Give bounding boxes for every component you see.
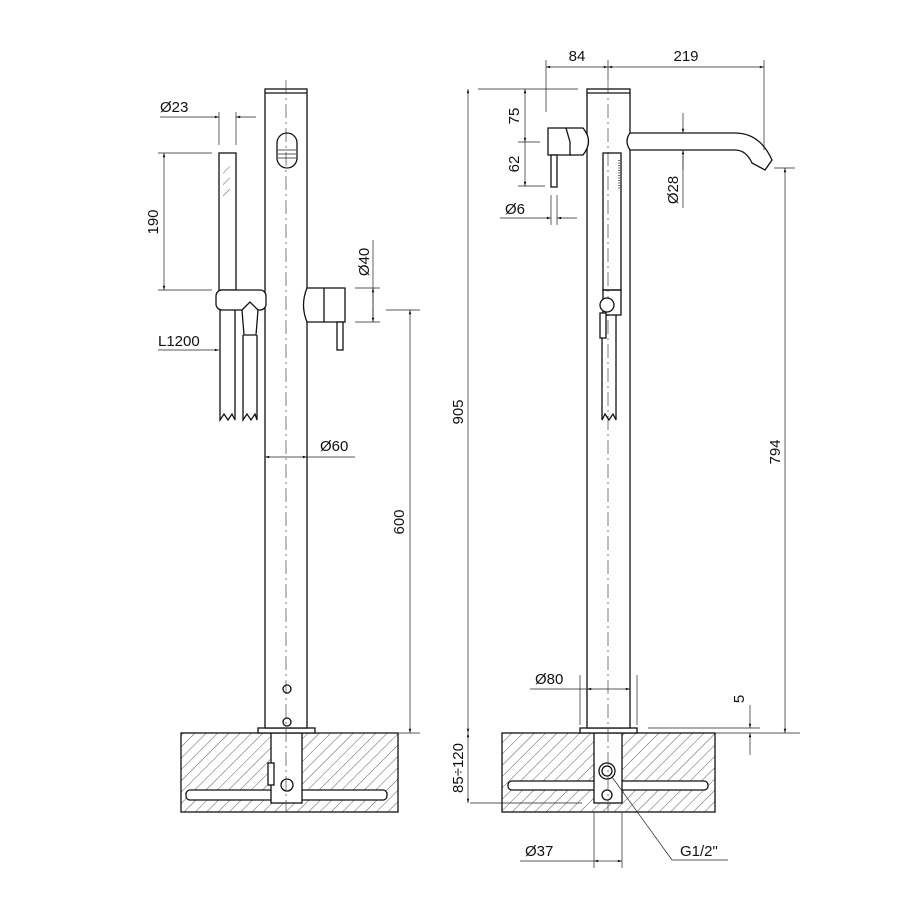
mixer-lever — [550, 154, 558, 188]
dim-hand-shower-diameter: Ø23 — [160, 99, 188, 116]
dim-mixer-height: 600 — [391, 509, 408, 534]
dim-flange-diameter: Ø80 — [535, 671, 563, 688]
dim-column-diameter: Ø60 — [320, 438, 348, 455]
dim-top-to-mixer: 75 — [506, 108, 523, 125]
g12-connection-nut — [598, 762, 616, 780]
dim-pipe-diameter: Ø37 — [525, 843, 553, 860]
dim-hand-shower-length: 190 — [145, 209, 162, 234]
dim-flange-height: 5 — [731, 695, 748, 703]
connection-thread-label: G1/2" — [680, 843, 718, 860]
left-view: Ø23 190 L1200 Ø40 600 Ø60 — [145, 80, 420, 813]
dim-mixer-diameter: Ø40 — [356, 248, 373, 276]
diverter-window — [276, 132, 298, 169]
connection-leader — [611, 776, 728, 861]
dim-mixer-offset: 84 — [569, 48, 586, 65]
mixer-lever — [336, 321, 344, 351]
dim-total-height: 905 — [450, 399, 467, 424]
dim-spout-diameter: Ø28 — [665, 176, 682, 204]
column — [586, 88, 631, 729]
right-view: 84 219 75 62 Ø6 Ø28 905 794 Ø80 5 85÷120 — [450, 48, 800, 868]
flange — [579, 727, 638, 734]
spout — [626, 132, 773, 171]
shower-holder — [215, 289, 267, 311]
dim-spout-height: 794 — [767, 439, 784, 464]
dim-mixer-to-lever-end: 62 — [506, 156, 523, 173]
dim-embed-depth: 85÷120 — [450, 743, 467, 793]
dim-lever-diameter: Ø6 — [505, 201, 525, 218]
supply-slot — [270, 732, 303, 804]
dim-hose-length: L1200 — [158, 333, 200, 350]
dim-spout-reach: 219 — [673, 48, 698, 65]
flange — [257, 727, 316, 734]
